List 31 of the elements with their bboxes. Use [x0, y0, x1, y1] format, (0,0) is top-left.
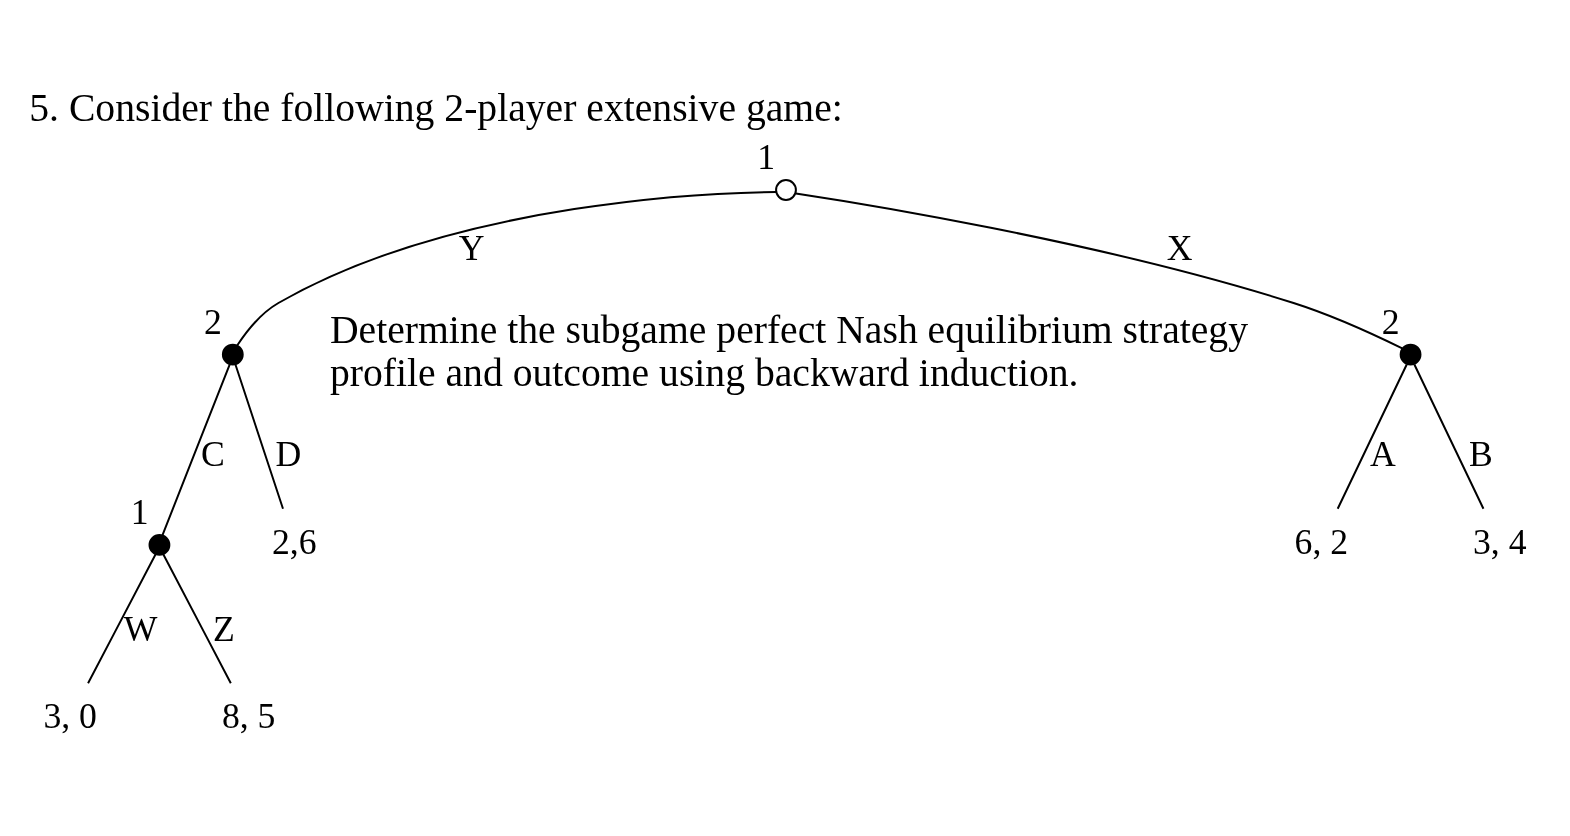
- edge-label: Y: [458, 228, 485, 269]
- node-circle: [1399, 343, 1422, 366]
- connector: [236, 191, 778, 347]
- edge-label: X: [1166, 228, 1193, 269]
- connector: [162, 553, 232, 685]
- connector: [1336, 363, 1408, 510]
- connector: [1413, 363, 1485, 510]
- node-label: 2: [1381, 301, 1400, 342]
- edge-label: A: [1369, 434, 1396, 475]
- node-circle: [221, 343, 244, 366]
- connector: [794, 192, 1404, 350]
- node-label: 1: [757, 136, 776, 177]
- edge-label: D: [275, 434, 302, 475]
- label: Determine the subgame perfect Nash equilibrium strategy profile and outcome using backward induction.: [329, 307, 1248, 396]
- node-text: 3, 0: [43, 696, 97, 737]
- node-text: 2,6: [271, 521, 317, 562]
- edge-label: C: [201, 434, 225, 475]
- node-text: 3, 4: [1473, 521, 1527, 562]
- node-circle: [775, 179, 797, 201]
- connector: [234, 363, 284, 510]
- diagram-title: 5. Consider the following 2-player extensive game:: [29, 85, 843, 130]
- connector: [161, 363, 231, 537]
- connector: [87, 553, 157, 685]
- node-label: 2: [204, 301, 222, 342]
- edge-label: B: [1469, 434, 1493, 475]
- node-label: 1: [130, 491, 149, 532]
- edge-label: W: [123, 608, 158, 649]
- node-text: 6, 2: [1294, 521, 1349, 562]
- edge-label: Z: [212, 608, 235, 649]
- node-text: 8, 5: [221, 696, 276, 737]
- node-circle: [148, 534, 171, 556]
